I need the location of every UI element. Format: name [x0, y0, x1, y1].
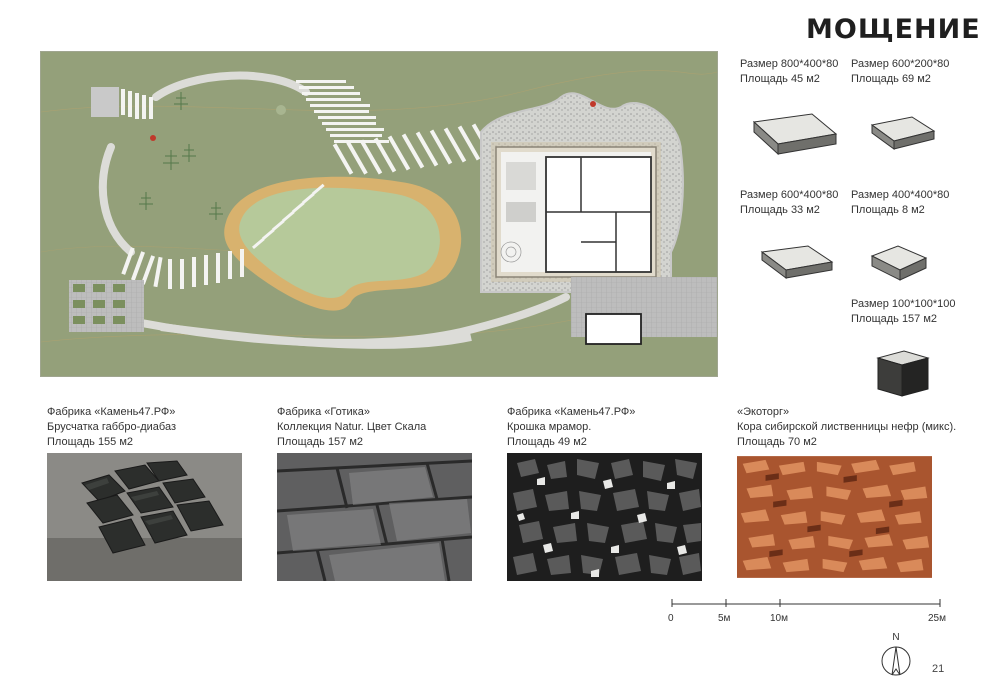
larch-bark-photo [737, 456, 932, 578]
tile-600x200-image [870, 116, 936, 150]
north-label: N [892, 632, 900, 643]
scale-label-25m: 25м [928, 613, 946, 624]
page-title: МОЩЕНИЕ [806, 14, 981, 45]
tile-800x400-image [752, 113, 838, 156]
stepping-slabs [91, 80, 495, 289]
tree-symbols [139, 92, 223, 220]
scale-bar: 0 5м 10м 25м [660, 595, 960, 625]
scale-label-10m: 10м [770, 613, 788, 624]
material-caption-gotika: Фабрика «Готика»Коллекция Natur. Цвет Ск… [277, 406, 427, 448]
tile-600x400-image [760, 245, 834, 279]
scale-label-5m: 5м [718, 613, 731, 624]
compass-icon [881, 646, 911, 676]
page-number: 21 [932, 663, 945, 675]
marble-chips-photo [507, 453, 702, 581]
scale-label-0: 0 [668, 613, 674, 624]
gotika-paver-photo [277, 453, 472, 581]
house-plan [491, 142, 661, 282]
material-caption-bark: «Экоторг»Кора сибирской лиственницы нефр… [737, 406, 957, 448]
north-arrow: N [878, 632, 914, 684]
tile-100x100-image [876, 350, 930, 397]
site-plan [40, 51, 718, 377]
gabbro-cobblestone-photo [47, 453, 242, 581]
material-caption-gabbro: Фабрика «Камень47.РФ»Брусчатка габбро-ди… [47, 406, 176, 448]
material-caption-marble: Фабрика «Камень47.РФ»Крошка мрамор.Площа… [507, 406, 636, 448]
tile-400x400-image [870, 245, 928, 281]
